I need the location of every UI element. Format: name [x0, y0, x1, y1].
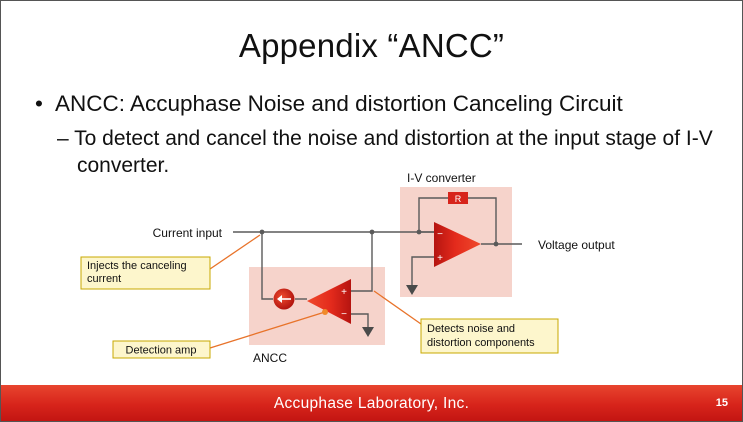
- bullet-sub-text: To detect and cancel the noise and disto…: [74, 127, 713, 177]
- iv-converter-label: I-V converter: [407, 171, 476, 185]
- leader-lines: [209, 234, 422, 349]
- ancc-opamp-minus: −: [341, 309, 347, 320]
- iv-opamp-icon: [434, 222, 481, 267]
- callout-detects-text: Detects noise and distortion components: [427, 323, 535, 349]
- footer-company: Accuphase Laboratory, Inc.: [273, 395, 470, 412]
- junction-dot: [493, 241, 499, 247]
- wires: [233, 197, 522, 327]
- resistor-label: R: [455, 194, 462, 204]
- ancc-label: ANCC: [253, 351, 287, 365]
- circuit-diagram: R − + + − Current input Voltage output I…: [80, 171, 615, 365]
- callout-detection-text: Detection amp: [126, 345, 197, 357]
- current-input-label: Current input: [153, 226, 223, 240]
- ground-icon: [406, 285, 418, 295]
- arrow-left-icon: [277, 295, 291, 303]
- junction-dot: [259, 229, 265, 235]
- bullet-dash: –: [57, 127, 75, 150]
- voltage-output-label: Voltage output: [538, 238, 615, 252]
- iv-opamp-minus: −: [437, 229, 443, 240]
- junction-dot: [369, 229, 375, 235]
- callout-detection-box: [112, 340, 211, 359]
- callout-injects-text: Injects the canceling current: [87, 260, 187, 285]
- callout-injects-box: [80, 256, 211, 290]
- page-number: 15: [715, 397, 728, 409]
- iv-opamp-plus: +: [437, 253, 443, 264]
- ground-icon: [362, 327, 374, 337]
- resistor-icon: [448, 192, 468, 204]
- junction-dot: [416, 229, 422, 235]
- bullet-main: • ANCC: Accuphase Noise and distortion Ca…: [35, 91, 623, 117]
- ancc-opamp-icon: [307, 279, 351, 324]
- bullet-main-text: ANCC: Accuphase Noise and distortion Can…: [55, 91, 623, 116]
- bullet-sub: – To detect and cancel the noise and dis…: [57, 125, 742, 179]
- detection-point-icon: [322, 309, 328, 315]
- footer-bar: Accuphase Laboratory, Inc. 15: [1, 385, 742, 421]
- callout-detects-box: [420, 318, 559, 354]
- bullet-dot: •: [35, 91, 43, 116]
- ancc-opamp-plus: +: [341, 287, 347, 298]
- slide-title: Appendix “ANCC”: [238, 27, 505, 64]
